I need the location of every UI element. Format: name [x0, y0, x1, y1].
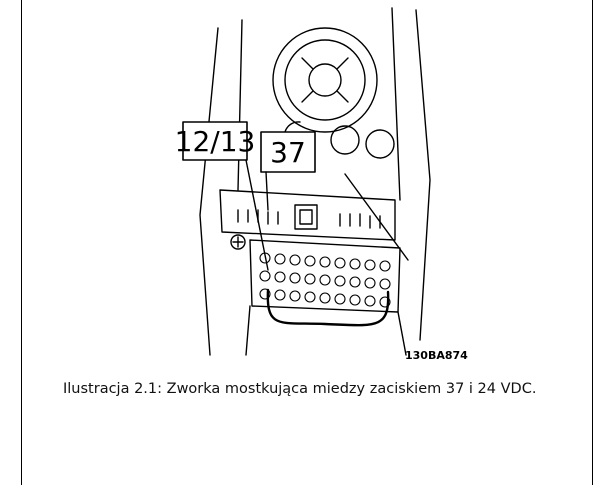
label-box-37 — [260, 131, 316, 173]
figure-caption: Ilustracja 2.1: Zworka mostkująca miedzy… — [63, 381, 537, 397]
terminal-illustration: 12/13 37 — [150, 0, 450, 368]
terminal-drawing: 12/13 37 — [175, 7, 431, 356]
figure-code: 130BA874 — [405, 349, 468, 362]
frame-left-border — [21, 0, 22, 485]
label-12-13: 12/13 — [175, 125, 256, 158]
label-37: 37 — [270, 136, 306, 169]
label-box-12-13 — [182, 121, 248, 161]
